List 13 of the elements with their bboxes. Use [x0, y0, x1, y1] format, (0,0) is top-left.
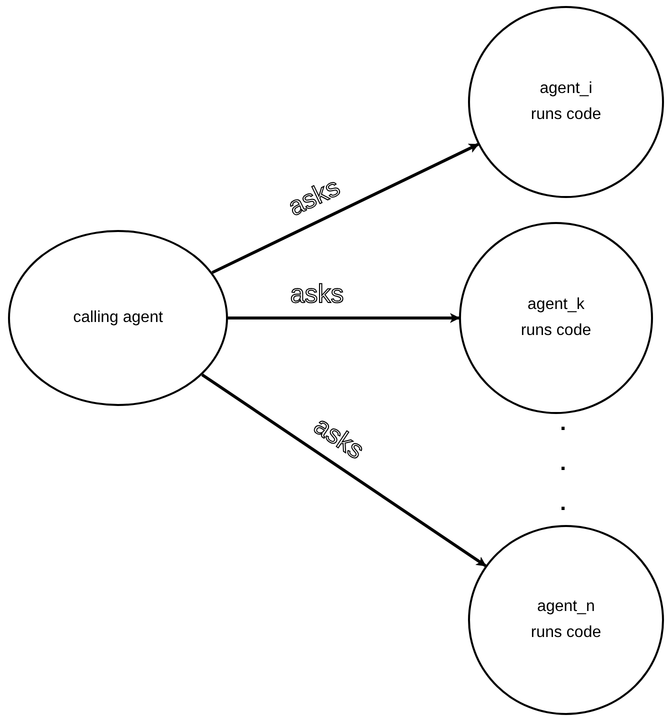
edge-label: asks — [308, 410, 370, 466]
node-label: agent_n runs code — [530, 596, 602, 643]
arrow — [201, 373, 486, 567]
arrow — [228, 313, 460, 323]
edge-label: asks — [282, 172, 344, 223]
node-label: agent_k runs code — [520, 294, 592, 341]
ellipsis-dot: . — [560, 492, 566, 514]
ellipsis-dot: . — [560, 452, 566, 474]
node-label: calling agent — [72, 308, 164, 328]
arrow — [212, 143, 479, 274]
edge-label: asks — [290, 278, 344, 310]
node-label: agent_i runs code — [530, 78, 602, 125]
ellipsis-dot: . — [560, 412, 566, 434]
